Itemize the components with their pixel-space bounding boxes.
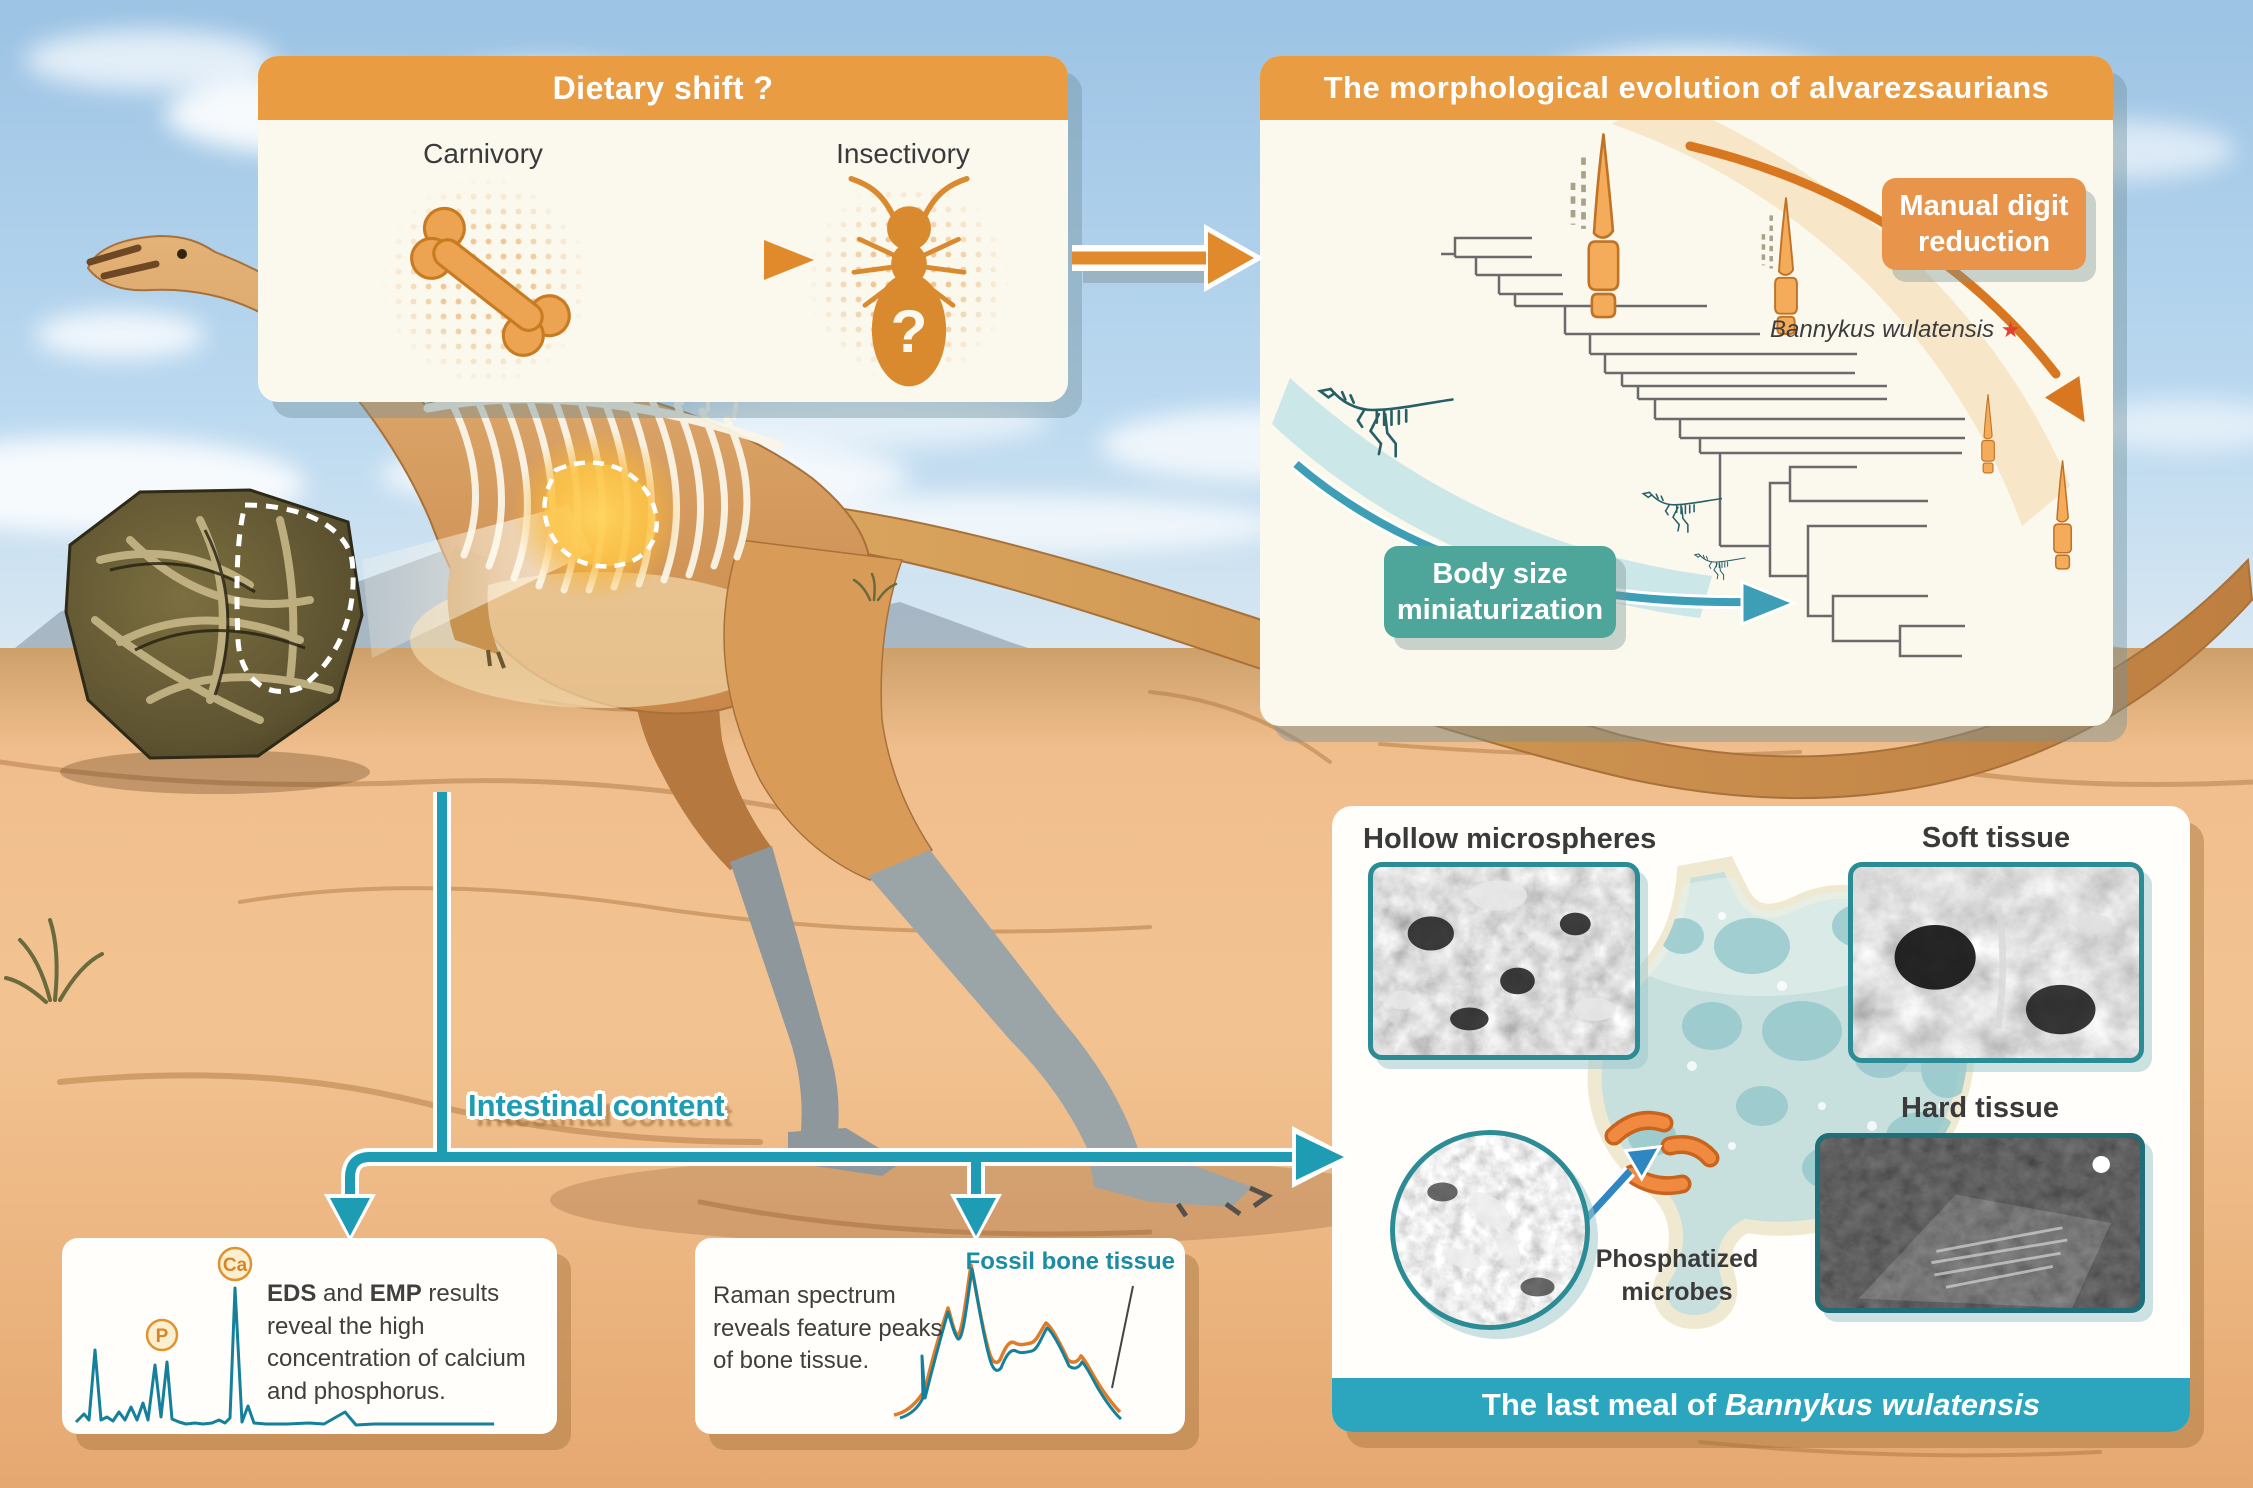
eds-text-bold2: EMP [369, 1280, 422, 1307]
desert-shrub [4, 572, 898, 1004]
dino-near-shin [868, 850, 1142, 1170]
eds-panel: Ca P EDS and EMP results reveal the high… [62, 1238, 557, 1434]
microbes-label-line1: Phosphatized [1595, 1245, 1759, 1273]
dino-muzzle-stripes [86, 244, 160, 280]
hollow-microspheres-label: Hollow microspheres [1363, 823, 1657, 855]
intestinal-content-label: Intestinal content [468, 1088, 725, 1123]
ca-label: Ca [223, 1255, 248, 1276]
legend-pointer-line [1111, 1285, 1134, 1389]
raman-spectrum-chart [893, 1263, 1134, 1421]
fossil-bones [91, 516, 334, 724]
eds-arrowhead [330, 1198, 370, 1236]
p-badge-circle [145, 1318, 179, 1352]
body-size-badge: Body size miniaturization [1384, 546, 1616, 638]
lastmeal-arrowhead [1296, 1134, 1344, 1180]
intestinal-connectors [324, 792, 1352, 1242]
raman-text: Raman spectrum reveals feature peaks of … [713, 1280, 948, 1378]
manual-digit-line1: Manual digit [1899, 189, 2069, 222]
dino-eye [177, 249, 187, 259]
digit-trend-band [1612, 96, 2070, 526]
sem-image-hollow-microspheres [1368, 862, 1640, 1060]
morphology-panel: The morphological evolution of alvarezsa… [1260, 56, 2113, 726]
stomach-outline-dashed [542, 460, 659, 569]
dietary-to-morphology-arrow [1072, 224, 1264, 292]
last-meal-footer: The last meal of Bannykus wulatensis [1332, 1378, 2190, 1432]
eds-spectrum-chart: Ca P [74, 1246, 494, 1427]
stomach-pattern [1612, 876, 1969, 1190]
bone-icon [410, 206, 571, 357]
fossil-slab [64, 488, 364, 760]
eds-text-mid: and [316, 1280, 370, 1307]
dietary-shift-title: Dietary shift ? [552, 70, 774, 106]
eds-spectrum-line [74, 1286, 494, 1427]
dietary-arrow-icon [582, 240, 814, 280]
microbes-label-line2: microbes [1621, 1277, 1733, 1306]
footer-text: The last meal of [1481, 1387, 1725, 1422]
species-label: Bannykus wulatensis ★ [1770, 316, 2021, 344]
phylogenetic-tree [1441, 236, 1965, 658]
dino-arm-claws [486, 649, 506, 669]
sem-image-soft-tissue [1848, 862, 2144, 1063]
body-size-line2: miniaturization [1396, 594, 1604, 626]
question-mark: ? [891, 297, 928, 365]
dietary-shift-header: Dietary shift ? [258, 56, 1068, 120]
eds-text-bold1: EDS [267, 1280, 317, 1307]
p-label: P [156, 1326, 169, 1347]
manual-digit-badge: Manual digit reduction [1882, 178, 2086, 270]
dietary-shift-panel: Dietary shift ? Carnivory Insectivory [258, 56, 1068, 402]
manual-digit-line2: reduction [1917, 226, 2051, 258]
species-name: Bannykus wulatensis [1770, 316, 1995, 343]
fossil-bone-tissue-label: Fossil bone tissue [965, 1248, 1175, 1275]
fossil-ground-shadow [60, 750, 370, 794]
eds-text-rest: results reveal the high concentration of… [267, 1280, 526, 1405]
carnivory-label: Carnivory [423, 138, 543, 169]
raman-text-span: Raman spectrum reveals feature peaks of … [713, 1282, 943, 1375]
dino-far-shin [730, 846, 839, 1142]
eds-text: EDS and EMP results reveal the high conc… [267, 1278, 545, 1409]
body-size-line1: Body size [1432, 557, 1568, 590]
ca-badge-circle [217, 1246, 253, 1282]
fossil-cracks [109, 529, 306, 696]
morphology-title: The morphological evolution of alvarezsa… [1323, 70, 2050, 105]
ant-icon: ? [848, 176, 970, 387]
raman-curve-teal [899, 1267, 1123, 1421]
soft-tissue-label: Soft tissue [1921, 822, 2071, 854]
dino-belly-highlight [410, 572, 790, 708]
sem-image-hard-tissue [1815, 1133, 2145, 1313]
morphology-header: The morphological evolution of alvarezsa… [1260, 56, 2113, 120]
insectivory-label: Insectivory [836, 138, 970, 169]
digit-arrowhead [2044, 375, 2085, 423]
hard-tissue-label: Hard tissue [1901, 1092, 2059, 1124]
sem-image-phosphatized-microbes [1390, 1130, 1590, 1330]
footer-species: Bannykus wulatensis [1724, 1387, 2041, 1422]
dino-near-leg [723, 539, 934, 881]
microbes-icon [1604, 1110, 1720, 1196]
size-arrowhead [1740, 579, 1799, 627]
last-meal-panel: Hollow microspheres Soft tissue Hard tis… [1332, 806, 2190, 1432]
phosphatized-microbes-label: Phosphatized microbes [1567, 1243, 1787, 1308]
raman-panel: Raman spectrum reveals feature peaks of … [695, 1238, 1185, 1434]
fossil-sample-outline [234, 502, 356, 694]
dino-claws [1175, 1185, 1274, 1218]
raman-curve-orange [893, 1263, 1122, 1417]
star-icon: ★ [2000, 317, 2021, 342]
raman-arrowhead [956, 1198, 996, 1236]
